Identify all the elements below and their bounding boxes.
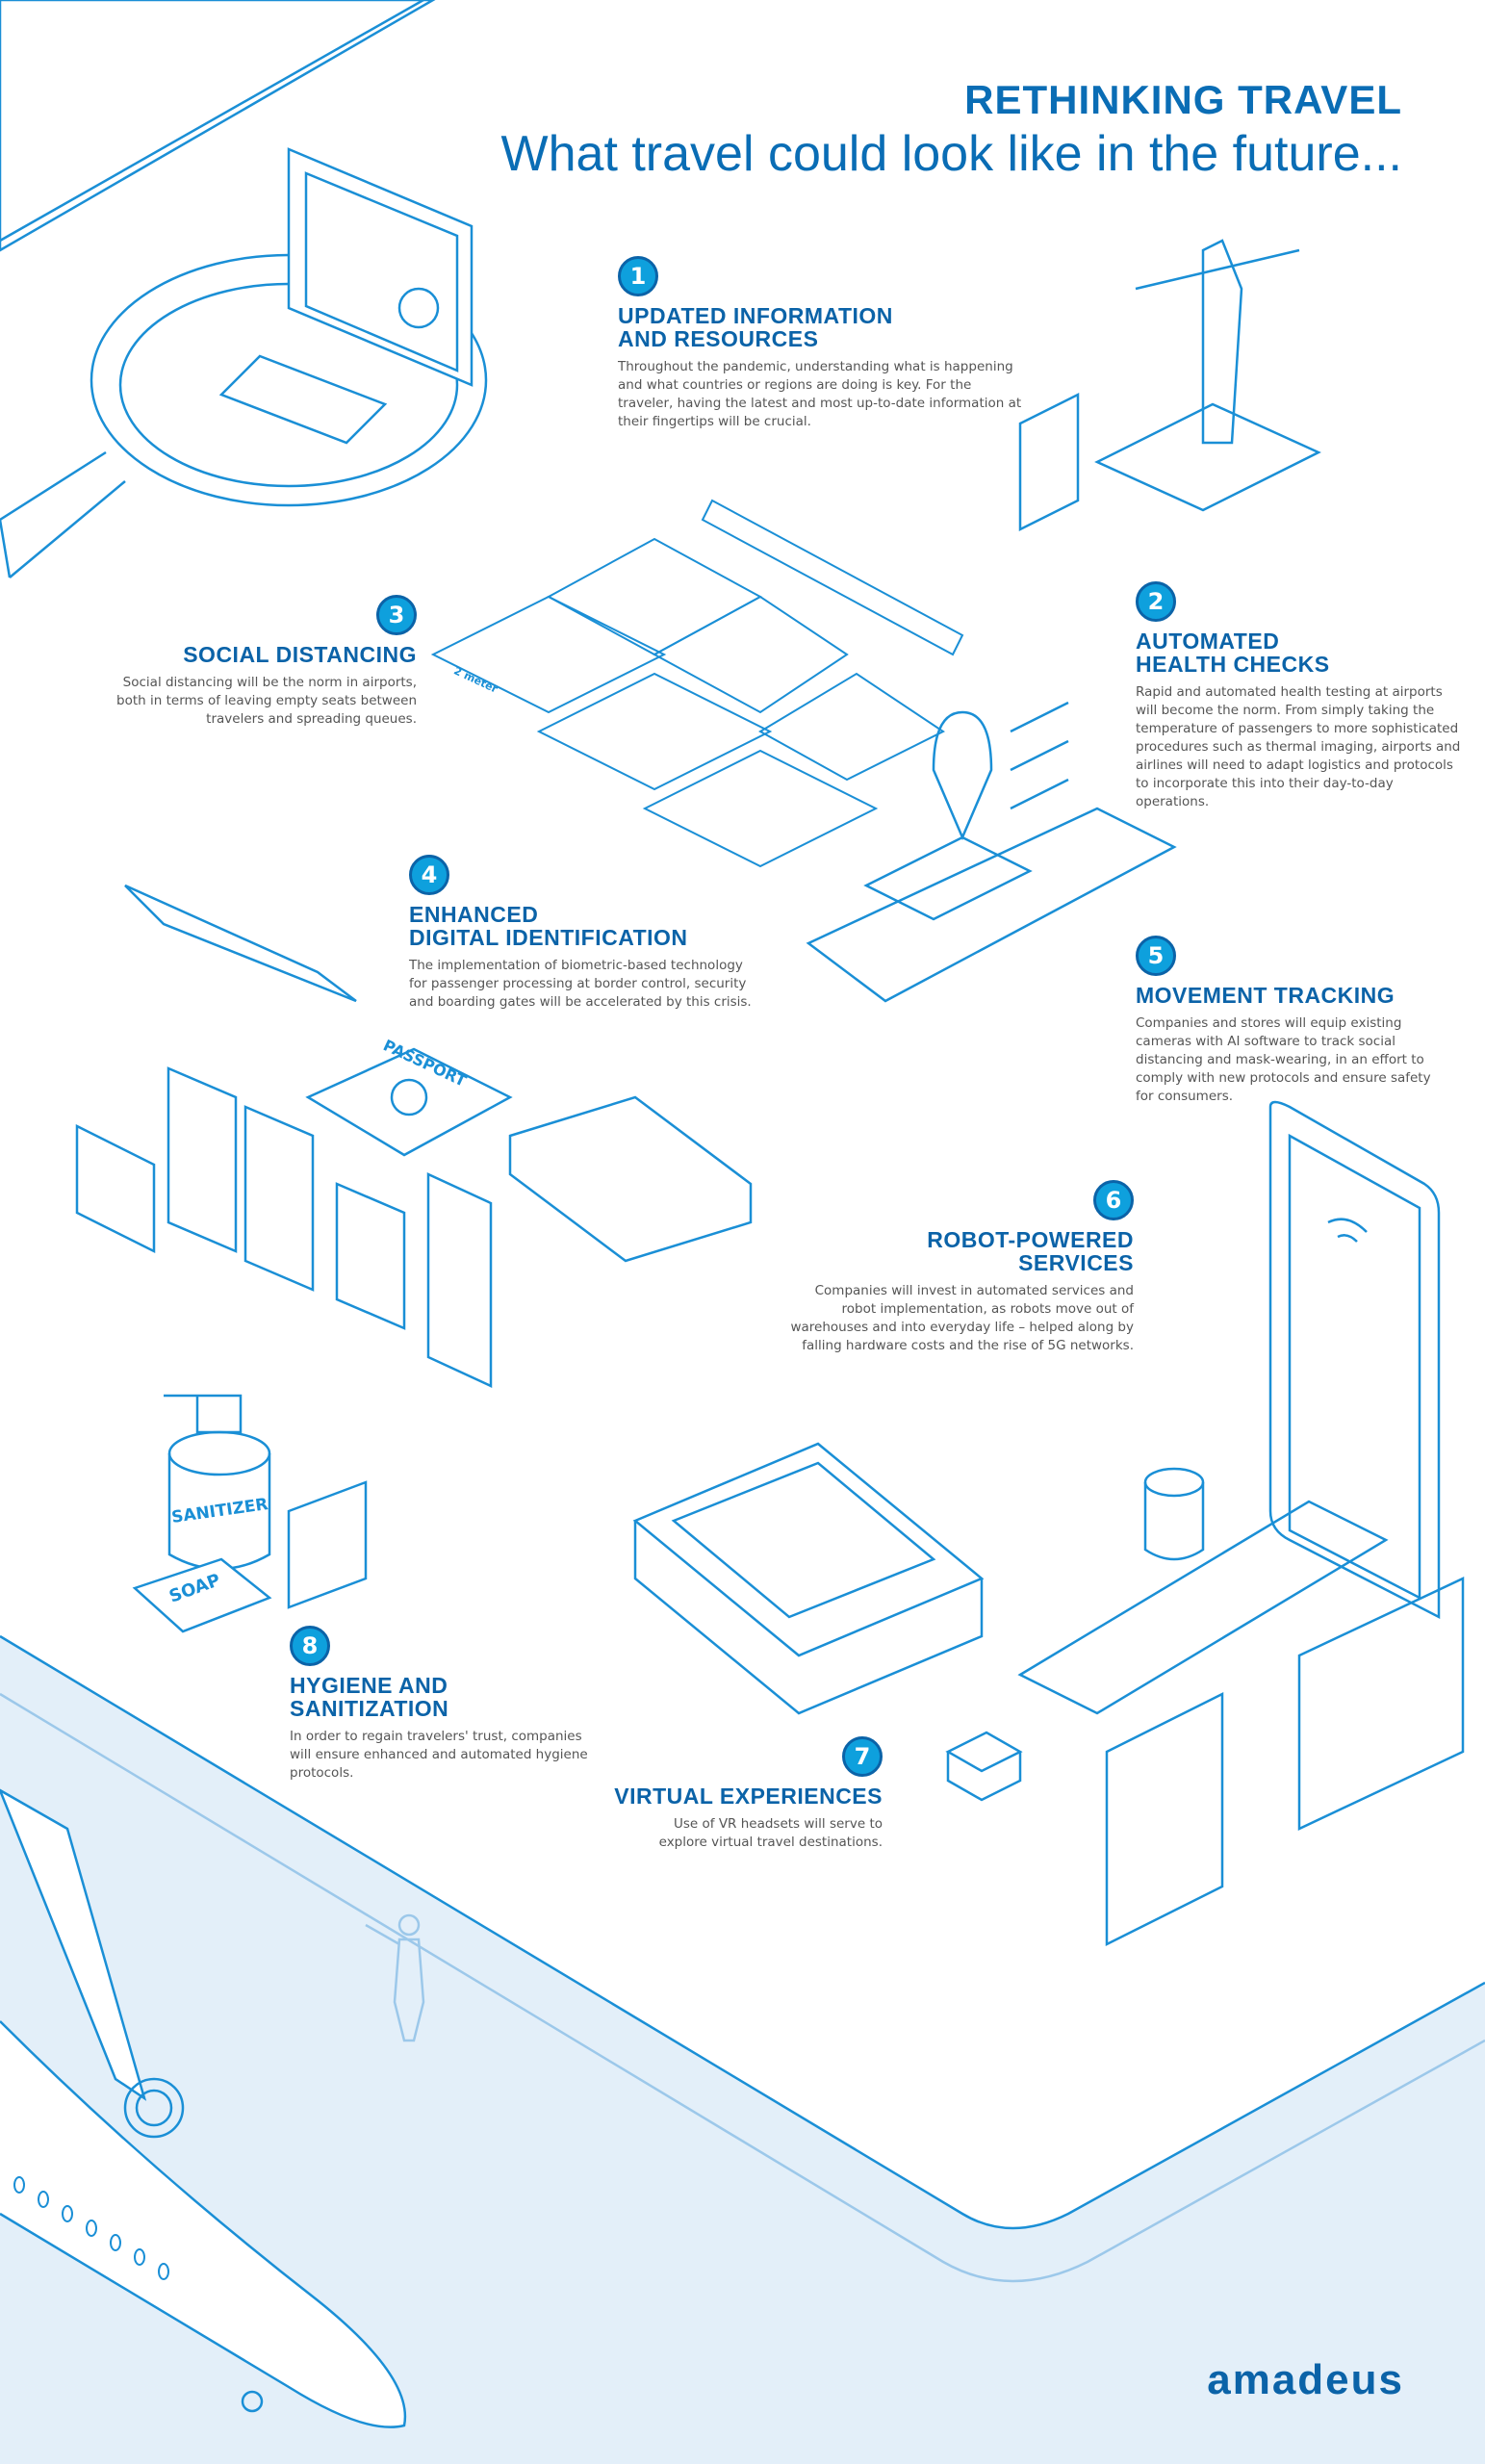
section-movement-tracking: 5 MOVEMENT TRACKING Companies and stores… xyxy=(1136,936,1463,1106)
section-robot-powered-services: 6 ROBOT-POWERED SERVICES Companies will … xyxy=(787,1180,1134,1355)
section-body: Social distancing will be the norm in ai… xyxy=(116,675,417,727)
section-number-badge: 8 xyxy=(290,1626,330,1666)
page-header: RETHINKING TRAVEL What travel could look… xyxy=(501,77,1402,185)
section-number-badge: 1 xyxy=(618,256,658,296)
virtual-experience-table-icon xyxy=(632,1442,985,1715)
section-automated-health-checks: 2 AUTOMATED HEALTH CHECKS Rapid and auto… xyxy=(1136,581,1463,811)
section-heading: AUTOMATED HEALTH CHECKS xyxy=(1136,629,1330,677)
section-heading: HYGIENE AND SANITIZATION xyxy=(290,1673,449,1721)
digital-id-icon xyxy=(75,884,753,1388)
section-number-badge: 2 xyxy=(1136,581,1176,622)
section-hygiene-and-sanitization: 8 HYGIENE AND SANITIZATION In order to r… xyxy=(290,1626,607,1783)
amadeus-logo: amadeus xyxy=(1207,2356,1404,2403)
movement-tracking-phone-icon xyxy=(806,701,1177,1003)
section-updated-information: 1 UPDATED INFORMATION AND RESOURCES Thro… xyxy=(618,256,1022,431)
section-heading: ENHANCED DIGITAL IDENTIFICATION xyxy=(409,902,688,950)
section-enhanced-digital-identification: 4 ENHANCED DIGITAL IDENTIFICATION The im… xyxy=(409,855,755,1012)
magnifier-computer-icon xyxy=(0,147,488,578)
section-heading: SOCIAL DISTANCING xyxy=(183,642,417,667)
airplane-icon xyxy=(0,1788,407,2428)
sanitizer-soap-icon xyxy=(132,1394,368,1633)
section-heading: MOVEMENT TRACKING xyxy=(1136,983,1395,1008)
section-number-badge: 7 xyxy=(842,1736,883,1777)
section-body: Companies will invest in automated servi… xyxy=(790,1283,1134,1353)
section-body: In order to regain travelers' trust, com… xyxy=(290,1729,588,1781)
section-heading: VIRTUAL EXPERIENCES xyxy=(614,1784,883,1809)
section-social-distancing: 3 SOCIAL DISTANCING Social distancing wi… xyxy=(109,595,417,729)
page-subtitle: What travel could look like in the futur… xyxy=(500,126,1402,182)
section-heading: ROBOT-POWERED SERVICES xyxy=(927,1227,1134,1275)
section-body: Companies and stores will equip existing… xyxy=(1136,1015,1431,1104)
page-title: RETHINKING TRAVEL xyxy=(964,77,1402,122)
robot-warehouse-icon xyxy=(945,1100,1465,1947)
airport-floor xyxy=(0,1636,1485,2464)
section-heading: UPDATED INFORMATION AND RESOURCES xyxy=(618,303,893,351)
section-number-badge: 5 xyxy=(1136,936,1176,976)
health-scanner-icon xyxy=(1018,239,1321,532)
section-body: Rapid and automated health testing at ai… xyxy=(1136,684,1461,809)
section-virtual-experiences: 7 VIRTUAL EXPERIENCES Use of VR headsets… xyxy=(594,1736,883,1852)
traveler-figure-icon xyxy=(365,1913,425,2042)
section-body: Use of VR headsets will serve to explore… xyxy=(658,1816,883,1850)
section-number-badge: 6 xyxy=(1093,1180,1134,1220)
section-body: Throughout the pandemic, understanding w… xyxy=(618,359,1022,429)
section-number-badge: 4 xyxy=(409,855,449,895)
social-distancing-grid xyxy=(430,499,964,868)
section-number-badge: 3 xyxy=(376,595,417,635)
section-body: The implementation of biometric-based te… xyxy=(409,958,752,1010)
